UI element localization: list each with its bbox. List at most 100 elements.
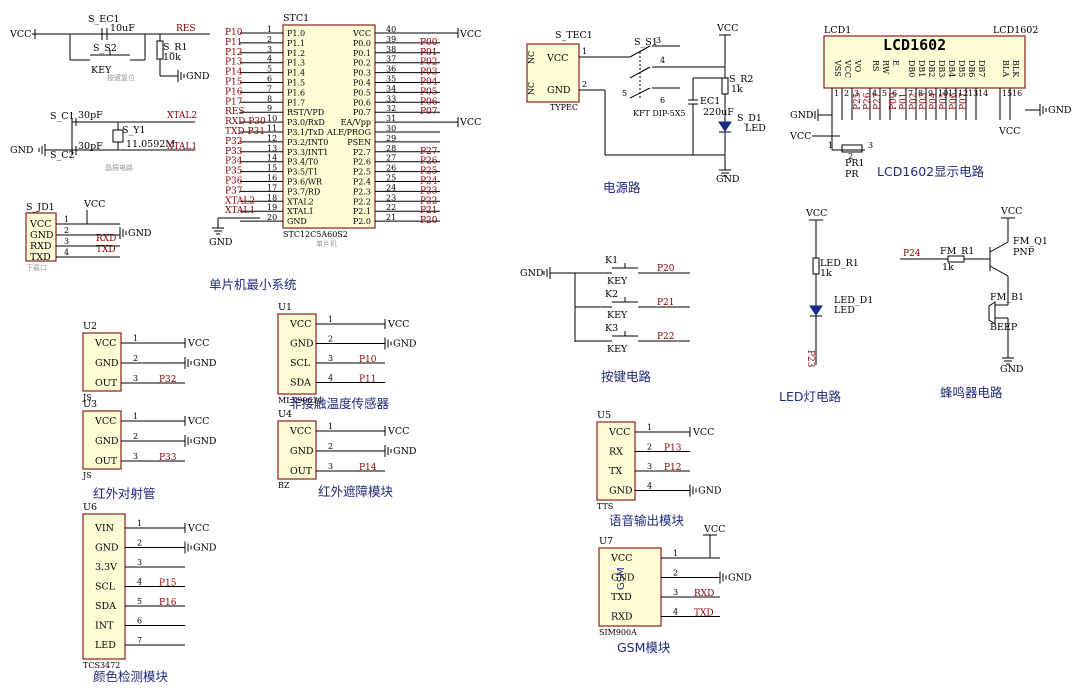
mcu-left-pin: P1.2 [287,49,305,58]
download-pin-num: 1 [64,215,69,224]
module-net: P16 [159,598,177,608]
module-pin-num: 5 [137,597,142,606]
buzzer-vcc: VCC [1000,206,1022,217]
module-pin: OUT [95,456,118,467]
module-net: TXD [694,609,714,619]
mcu-right-num: 38 [386,45,396,54]
module-gnd: GND [193,543,217,554]
lcd-pin-num: 2 [844,89,849,98]
download-name: 下载口 [26,263,47,272]
mcu-left-net: P37 [225,186,243,196]
mcu-left-pin: P1.4 [287,69,305,78]
key-ref: K1 [605,255,618,266]
module-pin: GND [95,358,119,369]
mcu-right-num: 25 [386,174,396,183]
module-pin-num: 1 [647,423,652,432]
download-gnd: GND [128,228,152,239]
lcd-pin: DB6 [967,60,976,77]
power-led-ref: S_D1 [737,113,762,124]
section-temp: 非接触温度传感器 [289,396,390,411]
tec-pin-gnd: GND [547,85,571,96]
module-pin-num: 2 [647,443,652,452]
lcd-ref: LCD1 [824,25,851,36]
lcd-pin-num: 1 [834,89,839,98]
section-color: 颜色检测模块 [93,669,169,684]
mcu-right-net: P01 [420,48,438,58]
mcu-right-net: P07 [420,107,438,117]
module-vcc: VCC [387,319,409,330]
mcu-right-num: 36 [386,65,396,74]
download-ref: S_JD1 [26,202,55,213]
power-gnd: GND [716,174,740,185]
osc-sub-label: 晶振电路 [105,163,133,172]
mcu-right-pin: PSEN [347,138,371,147]
reset-key-val: KEY [91,65,112,76]
module-net: P33 [159,453,177,463]
lcd-net: P03 [919,92,929,110]
module-ref: U7 [599,536,613,547]
keys-gnd: GND [520,268,544,279]
section-keys: 按键电路 [601,369,652,384]
lcd-pin: BLK [1011,60,1020,78]
lcd-pin: VO [853,59,862,73]
mcu-left-pin: P1.6 [287,88,305,97]
module-part: TTS [597,502,613,511]
section-lcd: LCD1602显示电路 [877,164,985,179]
mcu-left-net: TXD P31 [225,127,265,137]
sw-num-1: 1 [582,47,587,56]
mcu-left-net: P14 [225,68,243,78]
module-pin-num: 3 [328,462,333,471]
mcu-left-num: 12 [267,134,277,143]
module-pin: GND [609,486,633,497]
mcu-right-pin: P0.4 [353,79,371,88]
module-net: P11 [359,375,377,385]
lcd-title: LCD1602 [883,36,946,54]
key-net: P21 [657,298,675,308]
key-net: P22 [657,332,675,342]
power-vcc: VCC [716,23,738,34]
power-cap-val: 220uF [703,107,734,118]
mcu-right-pin: P2.5 [353,168,371,177]
module-gnd: GND [193,358,217,369]
lcd-circuit: LCD1 LCD1602 LCD1602 VSS1VCC2VO3RS4P25RW… [789,25,1072,180]
module-part: MLX90614 [278,396,323,405]
module-pin: VCC [610,553,632,564]
lcd-pin: DB1 [917,60,926,77]
lcd-pin: DB4 [947,60,956,77]
mcu-left-num: 11 [267,124,277,133]
section-led: LED灯电路 [779,389,841,404]
module-vcc: VCC [187,416,209,427]
mcu-right-pin: P2.0 [353,217,371,226]
lcd-pin-num: 4 [872,89,877,98]
mcu-left-net: XTAL1 [225,206,255,216]
module-net: RXD [694,589,714,599]
power-res-ref: S_R2 [729,74,753,85]
mcu-left-num: 18 [267,193,277,202]
module-gnd: GND [193,436,217,447]
module-pin-num: 2 [673,569,678,578]
mcu-left-pin: P3.1/TxD [287,128,324,137]
module-pin: VIN [94,523,114,534]
transistor-ref: FM_Q1 [1013,236,1048,247]
osc-c1-ref: S_C1 [50,111,75,122]
mcu-left-num: 16 [267,174,277,183]
mcu-right-num: 31 [386,114,396,123]
mcu-left-net: P33 [225,147,243,157]
mcu-left-net: P32 [225,137,243,147]
sw-num-2: 2 [582,80,587,89]
mcu-part: STC12C5A60S2 [283,230,348,239]
module-pin: TXD [611,592,632,603]
module-pin-num: 2 [137,539,142,548]
module-pin-num: 3 [673,588,678,597]
gsm-vcc: VCC [703,524,725,535]
mcu-right-pin: P0.0 [353,39,371,48]
reset-gnd-label: GND [186,71,210,82]
section-power: 电源路 [603,180,641,195]
mcu-vcc: VCC [459,29,481,40]
mcu-right-num: 26 [386,164,396,173]
mcu-right-pin: P2.4 [353,178,371,187]
lcd-net: P25 [853,92,863,110]
mcu-right-pin: P2.1 [353,207,371,216]
